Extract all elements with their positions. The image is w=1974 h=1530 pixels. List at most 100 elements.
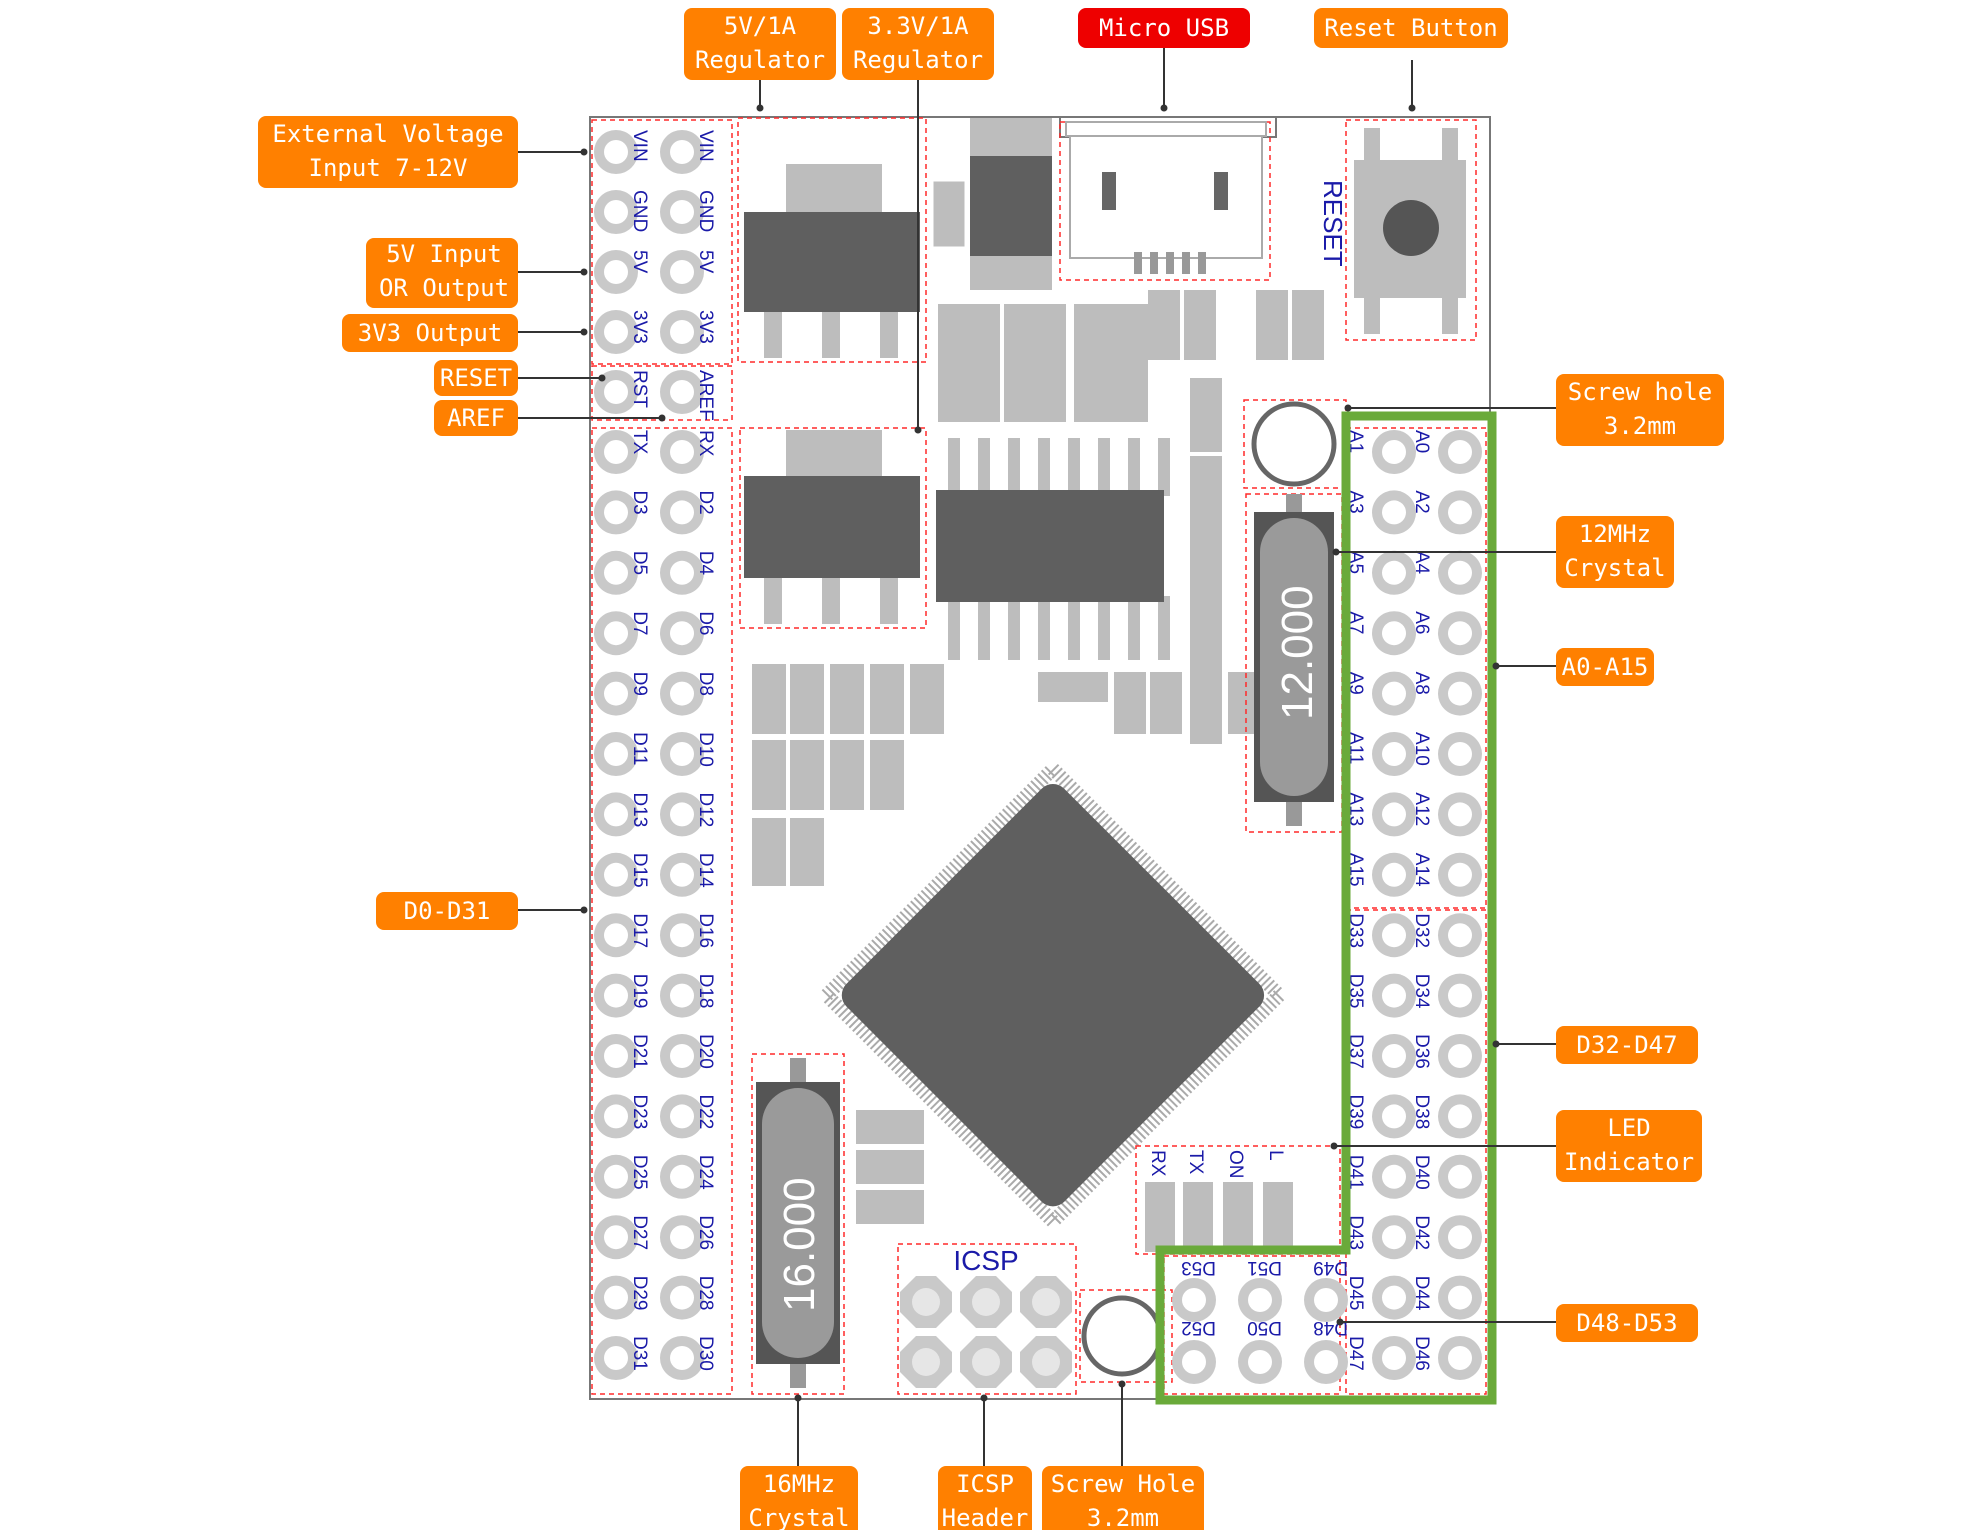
callout-d32-d47: D32-D47 — [1556, 1026, 1698, 1064]
callout-screw-hole-bottom-line1: Screw Hole — [1051, 1470, 1196, 1498]
crystal-16mhz: 16.000 — [751, 1053, 845, 1395]
bottom-pad-top-2-hole — [1314, 1288, 1338, 1312]
left-pad-outer-0-hole — [670, 140, 694, 164]
right-label-outer-6: A12 — [1411, 792, 1432, 826]
right-pad-inner-5-hole — [1382, 742, 1406, 766]
callout-aref: AREF — [434, 400, 518, 436]
callout-5v-io-line2: OR Output — [379, 274, 509, 302]
callout-icsp-header: ICSP Header — [938, 1466, 1032, 1530]
left-label-inner-7: D5 — [629, 551, 650, 575]
left-pad-outer-12-hole — [670, 862, 694, 887]
left-label-inner-1: GND — [629, 190, 650, 232]
left-label-outer-20: D30 — [695, 1336, 716, 1371]
right-pad-inner-11-hole — [1382, 1104, 1406, 1129]
smd-components-top — [938, 290, 1324, 744]
left-pad-outer-5-hole — [670, 440, 694, 464]
led-tx — [1183, 1182, 1213, 1252]
right-pad-inner-6-hole — [1382, 802, 1406, 827]
digital-right-zone — [1345, 909, 1487, 1395]
callout-external-voltage-line2: Input 7-12V — [309, 154, 468, 182]
icsp-pad-center-0-2 — [1032, 1288, 1060, 1316]
right-pad-outer-7-hole — [1448, 862, 1472, 887]
left-pad-inner-13-hole — [604, 923, 628, 948]
right-label-outer-5: A10 — [1411, 732, 1432, 766]
left-pad-inner-5-hole — [604, 440, 628, 464]
callout-led-indicator-line1: LED — [1607, 1114, 1650, 1142]
right-pad-outer-2-hole — [1448, 560, 1472, 585]
right-pad-inner-10-hole — [1382, 1044, 1406, 1068]
right-label-outer-7: A14 — [1411, 853, 1432, 887]
left-label-inner-11: D13 — [629, 792, 650, 827]
smd-components-left — [752, 664, 944, 1224]
microcontroller — [816, 759, 1290, 1232]
right-pad-inner-4-hole — [1382, 681, 1406, 706]
left-pad-outer-8-hole — [670, 621, 694, 646]
left-label-outer-1: GND — [695, 190, 716, 232]
right-pad-inner-13-hole — [1382, 1225, 1406, 1250]
left-label-inner-14: D19 — [629, 974, 650, 1009]
left-pad-inner-0-hole — [604, 140, 628, 164]
bottom-label-bottom-0: D52 — [1181, 1317, 1216, 1338]
callout-16mhz-line2: Crystal — [748, 1504, 849, 1530]
left-pad-inner-11-hole — [604, 802, 628, 827]
callout-d32-d47-line1: D32-D47 — [1576, 1031, 1677, 1059]
callout-reset-line1: RESET — [440, 364, 512, 392]
right-pad-inner-1-hole — [1382, 500, 1406, 525]
left-pad-outer-13-hole — [670, 923, 694, 948]
left-pad-outer-2-hole — [670, 260, 694, 284]
left-pad-outer-1-hole — [670, 200, 694, 224]
callout-d0-d31: D0-D31 — [376, 892, 518, 930]
right-pad-inner-9-hole — [1382, 983, 1406, 1008]
left-label-inner-9: D9 — [629, 672, 650, 696]
left-label-inner-0: VIN — [629, 130, 650, 162]
callout-reset-button-line1: Reset Button — [1324, 14, 1497, 42]
left-pad-inner-10-hole — [604, 742, 628, 766]
callout-icsp-line1: ICSP — [956, 1470, 1014, 1498]
right-pad-outer-11-hole — [1448, 1104, 1472, 1129]
callout-5v-regulator-line2: Regulator — [695, 46, 825, 74]
left-pad-inner-3-hole — [604, 320, 628, 344]
icsp-pad-center-1-2 — [1032, 1348, 1060, 1376]
icsp-pad-center-0-1 — [972, 1288, 1000, 1316]
right-label-outer-4: A8 — [1411, 672, 1432, 695]
right-label-inner-14: D45 — [1345, 1276, 1366, 1311]
icsp-zone — [897, 1243, 1077, 1395]
callout-12mhz-line1: 12MHz — [1579, 520, 1651, 548]
right-pad-inner-2-hole — [1382, 560, 1406, 585]
callout-micro-usb: Micro USB — [1078, 8, 1250, 48]
right-label-outer-13: D42 — [1411, 1215, 1432, 1250]
left-pad-outer-7-hole — [670, 560, 694, 585]
left-label-outer-15: D20 — [695, 1034, 716, 1069]
bottom-label-top-1: D51 — [1247, 1257, 1282, 1278]
left-pad-outer-14-hole — [670, 983, 694, 1008]
right-label-outer-0: A0 — [1411, 430, 1432, 453]
highlight-frame — [1155, 411, 1497, 1405]
crystal-12-marking: 12.000 — [1273, 585, 1322, 720]
right-pad-outer-13-hole — [1448, 1225, 1472, 1250]
left-label-outer-18: D26 — [695, 1215, 716, 1250]
left-label-inner-13: D17 — [629, 913, 650, 948]
left-pad-inner-4-hole — [604, 380, 628, 404]
left-label-inner-17: D25 — [629, 1155, 650, 1190]
reset-button-part — [1345, 119, 1477, 341]
callout-3v3-regulator: 3.3V/1A Regulator — [842, 8, 994, 80]
right-pad-inner-3-hole — [1382, 621, 1406, 646]
left-label-outer-16: D22 — [695, 1094, 716, 1129]
led-rx — [1145, 1182, 1175, 1252]
left-label-inner-5: TX — [629, 430, 650, 455]
left-pad-inner-9-hole — [604, 681, 628, 706]
callout-screw-hole-top-line1: Screw hole — [1568, 378, 1713, 406]
bottom-label-bottom-1: D50 — [1247, 1317, 1282, 1338]
right-label-outer-3: A6 — [1411, 611, 1432, 634]
led-label-0: RX — [1147, 1150, 1168, 1177]
callout-screw-hole-bottom: Screw Hole 3.2mm — [1042, 1466, 1204, 1530]
callout-screw-hole-top: Screw hole 3.2mm — [1556, 374, 1724, 446]
right-pad-inner-12-hole — [1382, 1164, 1406, 1189]
left-pad-inner-14-hole — [604, 983, 628, 1008]
left-pad-outer-10-hole — [670, 742, 694, 766]
left-pad-inner-1-hole — [604, 200, 628, 224]
right-pad-outer-3-hole — [1448, 621, 1472, 646]
callout-screw-hole-bottom-line2: 3.2mm — [1087, 1504, 1159, 1530]
left-label-inner-6: D3 — [629, 490, 650, 514]
